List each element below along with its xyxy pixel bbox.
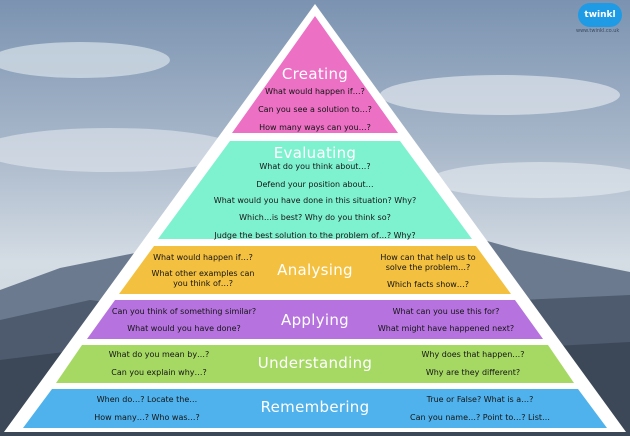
creating-question: Can you see a solution to…? <box>258 105 372 114</box>
level-remembering-band <box>23 389 607 428</box>
creating-title: Creating <box>281 65 349 83</box>
cloud <box>430 162 630 198</box>
remembering-question: How many…? Who was…? <box>94 413 200 422</box>
level-analysing-band <box>119 246 511 294</box>
logo-url: www.twinkl.co.uk <box>576 28 620 34</box>
creating-question: What would happen if…? <box>265 87 365 96</box>
cloud <box>380 75 620 115</box>
evaluating-question: Defend your position about… <box>256 180 374 189</box>
evaluating-title: Evaluating <box>273 144 357 162</box>
applying-title: Applying <box>281 311 349 329</box>
level-understanding-band <box>56 345 574 383</box>
evaluating-question: What would you have done in this situati… <box>213 196 417 205</box>
remembering-question: Can you name…? Point to…? List… <box>409 413 551 422</box>
level-applying-band <box>87 300 543 339</box>
evaluating-question: Which…is best? Why do you think so? <box>239 213 391 222</box>
analysing-question: What other examples can you think of…? <box>151 269 255 288</box>
understanding-question: Why are they different? <box>425 368 521 377</box>
cloud <box>0 128 240 172</box>
evaluating-question: What do you think about…? <box>259 162 371 171</box>
analysing-question: How can that help us to solve the proble… <box>380 253 476 272</box>
level-evaluating-band <box>158 141 472 239</box>
twinkl-logo: twinkl <box>578 3 622 27</box>
understanding-question: What do you mean by…? <box>108 350 210 359</box>
applying-question: What would you have done? <box>127 324 241 333</box>
applying-question: What can you use this for? <box>392 307 500 316</box>
understanding-title: Understanding <box>257 354 373 372</box>
remembering-question: True or False? What is a…? <box>426 395 534 404</box>
evaluating-question: Judge the best solution to the problem o… <box>214 231 416 240</box>
level-creating-band <box>232 16 398 133</box>
applying-question: Can you think of something similar? <box>111 307 257 316</box>
understanding-question: Can you explain why…? <box>111 368 207 377</box>
applying-question: What might have happened next? <box>377 324 515 333</box>
creating-question: How many ways can you…? <box>259 123 371 132</box>
remembering-title: Remembering <box>260 398 370 416</box>
analysing-title: Analysing <box>277 261 353 279</box>
analysing-question: Which facts show…? <box>386 280 470 289</box>
understanding-question: Why does that happen…? <box>421 350 525 359</box>
remembering-question: When do…? Locate the… <box>96 395 198 404</box>
cloud <box>0 42 170 78</box>
analysing-question: What would happen if…? <box>153 253 253 262</box>
